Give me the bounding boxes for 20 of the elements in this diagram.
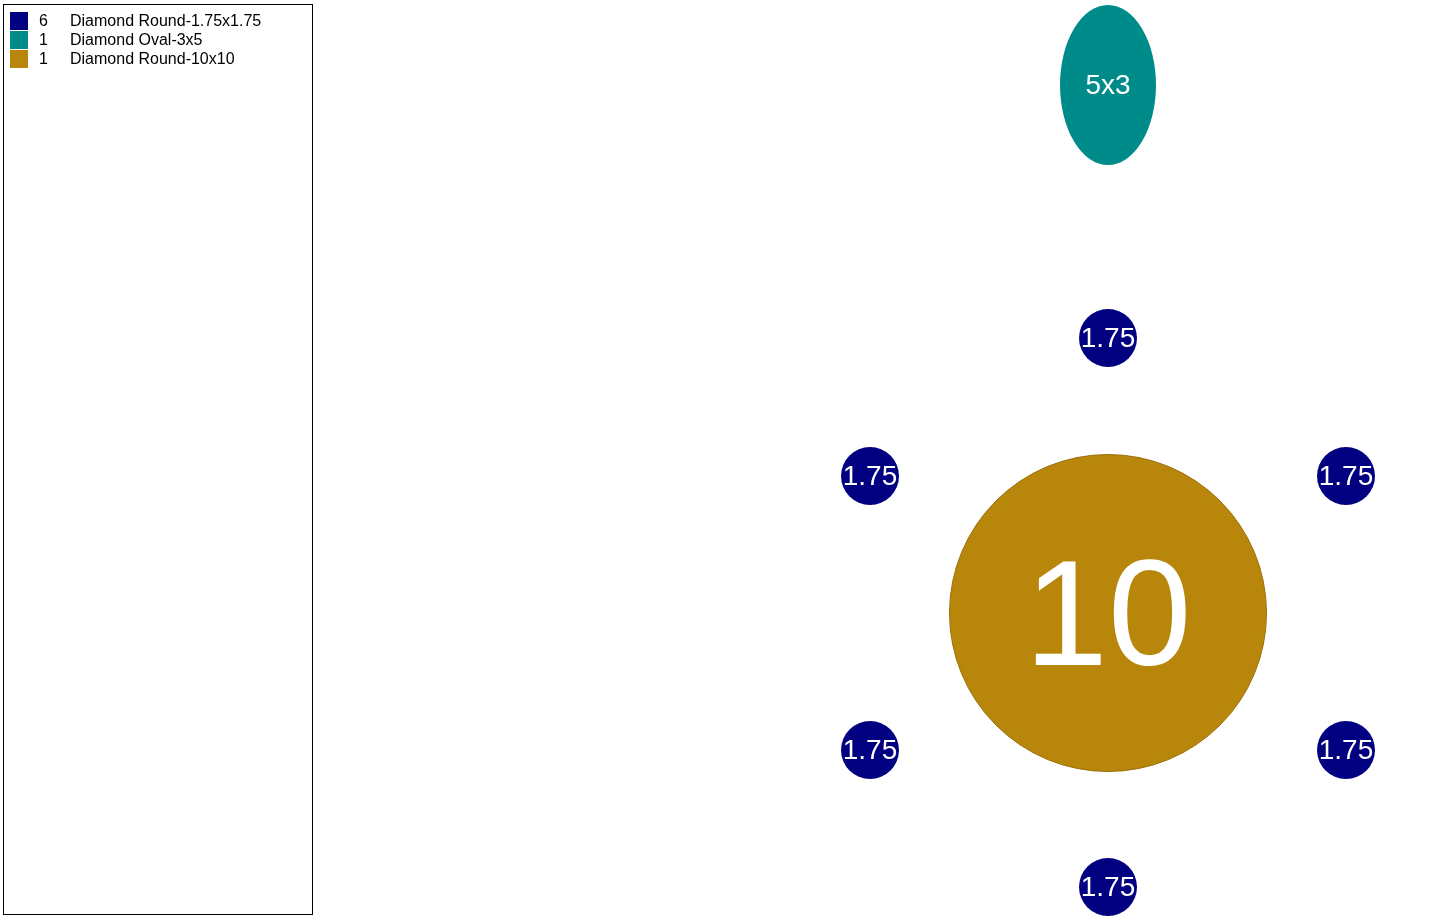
count-label: 1 (39, 50, 48, 68)
size-label: 1.75 (842, 462, 898, 490)
count-label: 6 (39, 12, 48, 30)
size-label: 1.75 (1080, 324, 1136, 352)
size-label: 1.75 (1318, 462, 1374, 490)
round-stone (1317, 447, 1375, 505)
round-stone (841, 447, 899, 505)
legend-text: Diamond Round-10x10 (70, 50, 235, 68)
size-label: 1.75 (1080, 873, 1136, 901)
size-label: 1.75 (1318, 736, 1374, 764)
legend-text: Diamond Round-1.75x1.75 (70, 12, 262, 30)
round-stone (1079, 858, 1137, 916)
round-stone (1317, 721, 1375, 779)
size-label: 5x3 (1085, 71, 1131, 99)
count-label: 1 (39, 31, 48, 49)
round-stone (841, 721, 899, 779)
legend-text: Diamond Oval-3x5 (70, 31, 203, 49)
size-label: 10 (1024, 538, 1192, 688)
round-stone (1079, 309, 1137, 367)
size-label: 1.75 (842, 736, 898, 764)
